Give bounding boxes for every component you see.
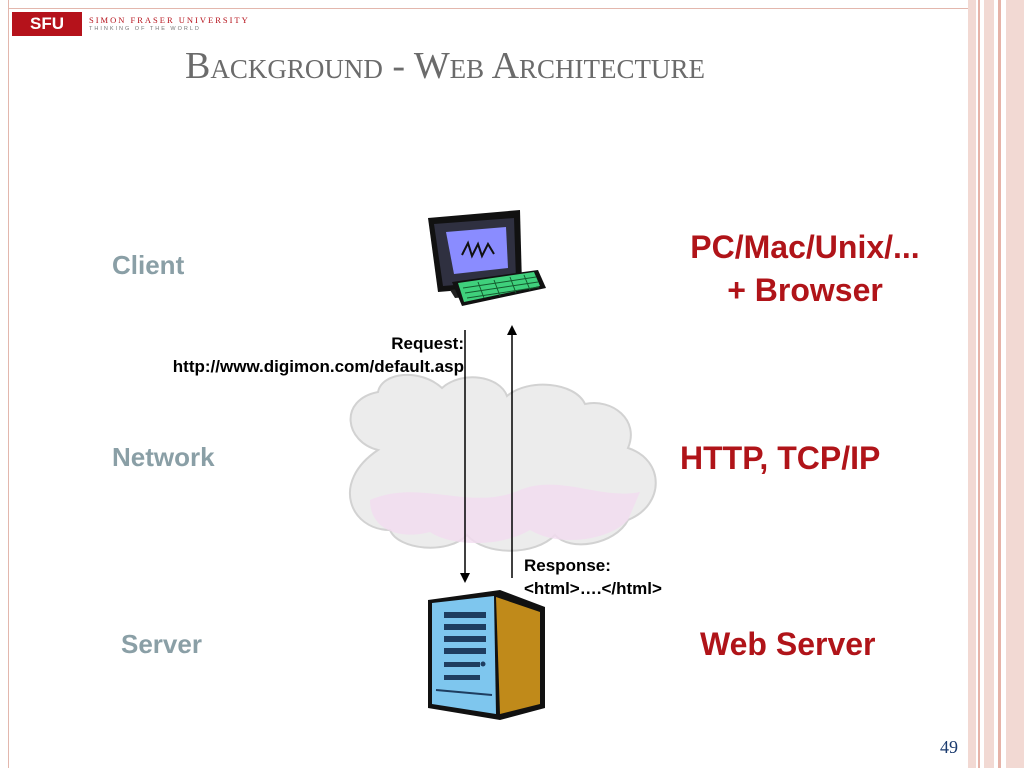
client-description-line1: PC/Mac/Unix/... xyxy=(690,229,920,265)
server-description: Web Server xyxy=(700,626,876,662)
server-tower-icon xyxy=(428,590,545,720)
client-description: PC/Mac/Unix/... + Browser xyxy=(640,226,970,312)
frame-line-left xyxy=(8,0,9,768)
frame-line-top xyxy=(8,8,968,9)
client-label: Client xyxy=(112,250,185,280)
network-description: HTTP, TCP/IP xyxy=(680,440,881,476)
request-url: http://www.digimon.com/default.asp xyxy=(172,357,464,376)
network-cloud-icon xyxy=(349,374,657,552)
decorative-stripes xyxy=(968,0,1024,768)
response-text: Response: <html>….</html> xyxy=(524,554,662,600)
slide-title: Background - Web Architecture xyxy=(185,45,706,87)
sfu-logo: SFU SIMON FRASER UNIVERSITY THINKING OF … xyxy=(12,12,250,36)
network-label: Network xyxy=(112,442,215,472)
request-label: Request: xyxy=(391,334,464,353)
request-text: Request: http://www.digimon.com/default.… xyxy=(80,332,464,378)
logo-abbr: SFU xyxy=(12,12,82,36)
logo-name: SIMON FRASER UNIVERSITY xyxy=(89,14,250,25)
response-label: Response: xyxy=(524,556,611,575)
client-computer-icon xyxy=(428,210,546,306)
response-body: <html>….</html> xyxy=(524,579,662,598)
page-number: 49 xyxy=(940,737,958,757)
server-label: Server xyxy=(121,629,202,659)
logo-tagline: THINKING OF THE WORLD xyxy=(89,26,201,32)
client-description-line2: + Browser xyxy=(727,272,883,308)
